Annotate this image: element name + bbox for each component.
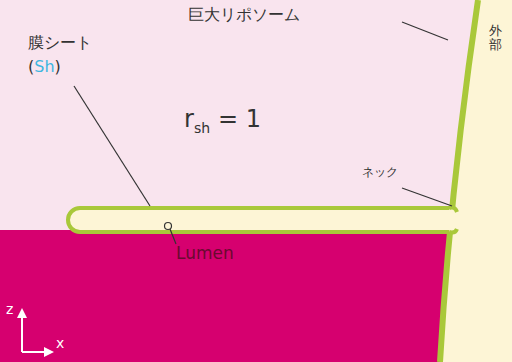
- axis-z: [21, 314, 23, 352]
- label-part: ): [55, 58, 61, 76]
- neck-opening: [440, 212, 460, 229]
- label-part: = 1: [218, 106, 261, 132]
- region-label: 外部: [489, 24, 502, 53]
- part-label: 巨大リポソーム: [188, 6, 300, 24]
- part-label: Lumen: [176, 244, 234, 263]
- label-part: Sh: [34, 58, 54, 76]
- membrane-sheet: [68, 208, 449, 232]
- part-label: 膜シート: [28, 34, 92, 52]
- sheet-lumen: [69, 209, 456, 232]
- label-part: (: [28, 58, 34, 76]
- parameter-label: rsh= 1: [184, 106, 261, 132]
- lower-region: [0, 230, 452, 362]
- liposome-membrane: [440, 0, 478, 362]
- symbol-label: (Sh): [28, 58, 61, 76]
- lumen-marker: [165, 223, 172, 230]
- axis-label: x: [56, 336, 64, 351]
- outside-region: [440, 0, 512, 362]
- part-label: ネック: [362, 166, 398, 179]
- leader-line: [170, 229, 176, 244]
- arrowhead: [17, 308, 27, 318]
- label-part: r: [184, 106, 194, 132]
- neck: [449, 208, 457, 233]
- leader-line: [402, 188, 452, 206]
- axis-label: z: [6, 302, 13, 317]
- label-part: sh: [194, 121, 210, 136]
- leader-line: [402, 22, 448, 40]
- arrowhead: [44, 347, 54, 357]
- leader-line: [74, 86, 150, 206]
